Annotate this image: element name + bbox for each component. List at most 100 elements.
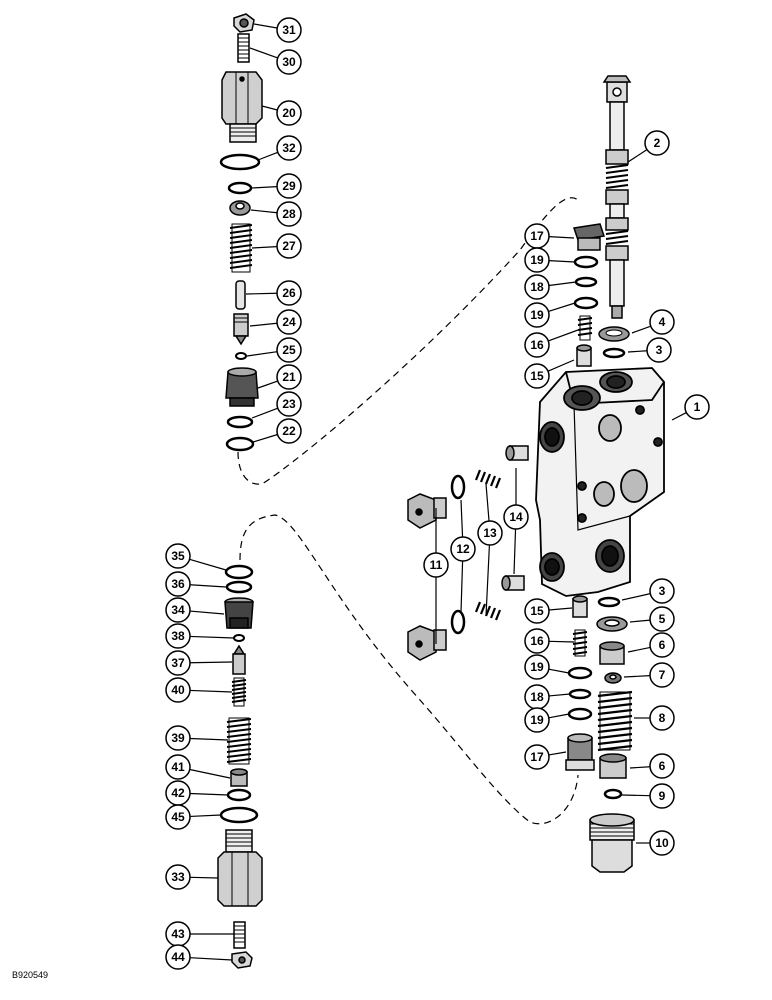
callout-leader	[189, 635, 235, 639]
callout-number: 37	[171, 656, 185, 670]
callout-34: 34	[165, 597, 225, 623]
callout-leader	[189, 558, 227, 571]
callout-leader	[251, 407, 278, 419]
callout-28: 28	[250, 201, 302, 227]
part-28-nut	[229, 200, 251, 216]
part-15-poppet-lower	[572, 595, 588, 618]
callout-bubble	[276, 418, 302, 444]
part-39-spring	[226, 717, 252, 765]
callout-number: 3	[659, 584, 666, 598]
callout-number: 32	[282, 141, 296, 155]
callout-number: 5	[659, 612, 666, 626]
callout-leader	[252, 433, 278, 443]
callout-leader	[548, 668, 570, 674]
callout-leader	[548, 713, 570, 719]
callout-leader	[548, 693, 571, 697]
callout-number: 10	[655, 836, 669, 850]
callout-leader	[671, 412, 687, 421]
callout-35: 35	[165, 543, 227, 571]
callout-bubble	[165, 944, 191, 970]
callout-bubble	[524, 274, 550, 300]
callout-25: 25	[246, 337, 302, 363]
callout-14: 14	[503, 504, 529, 530]
part-22-o-ring	[225, 436, 255, 452]
callout-number: 11	[430, 558, 443, 572]
callout-bubble	[165, 864, 191, 890]
callout-number: 16	[530, 338, 544, 352]
part-13-spring-lower	[474, 601, 502, 621]
callout-number: 30	[282, 55, 296, 69]
callout-bubble	[649, 309, 675, 335]
part-19-ring-c	[567, 666, 593, 680]
callout-bubble	[524, 744, 550, 770]
callout-leader	[548, 236, 575, 239]
callout-number: 6	[659, 638, 666, 652]
upper-relief-valve-stack	[219, 13, 263, 452]
part-43-set-screw	[233, 921, 246, 949]
callout-19: 19	[524, 302, 576, 328]
callout-bubble	[165, 571, 191, 597]
callout-leader	[257, 380, 278, 389]
part-17-plug-top	[573, 223, 605, 251]
callout-6: 6	[629, 753, 675, 779]
callout-number: 15	[530, 369, 544, 383]
callout-39: 39	[165, 725, 229, 751]
callout-leader	[189, 737, 229, 741]
callout-number: 8	[659, 711, 666, 725]
callout-number: 28	[282, 207, 296, 221]
callout-21: 21	[257, 364, 302, 390]
callout-number: 17	[530, 229, 544, 243]
part-14-poppet-upper	[505, 445, 529, 461]
callout-number: 23	[282, 397, 296, 411]
callout-number: 39	[171, 731, 185, 745]
callout-bubble	[165, 677, 191, 703]
callout-number: 2	[654, 136, 661, 150]
callout-bubble	[524, 628, 550, 654]
part-19-ring-b	[573, 296, 599, 310]
callout-number: 7	[659, 668, 666, 682]
callout-number: 35	[171, 549, 185, 563]
callout-number: 44	[171, 950, 185, 964]
callout-leader	[548, 607, 573, 611]
part-3-o-ring-top	[602, 347, 626, 359]
callout-leader	[249, 47, 278, 59]
callout-bubble	[276, 233, 302, 259]
callout-bubble	[524, 654, 550, 680]
part-5-washer	[596, 616, 628, 632]
callout-bubble	[165, 650, 191, 676]
part-45-o-ring	[219, 806, 259, 824]
callout-3: 3	[627, 337, 672, 363]
callout-bubble	[644, 130, 670, 156]
callout-12: 12	[450, 536, 476, 562]
callout-16: 16	[524, 329, 579, 358]
part-29-o-ring	[227, 181, 253, 195]
callout-leader	[250, 209, 278, 214]
callout-3: 3	[621, 578, 675, 604]
part-11-plug-upper	[407, 493, 447, 529]
callout-26: 26	[245, 280, 302, 306]
callout-40: 40	[165, 677, 233, 703]
callout-leader	[189, 876, 219, 879]
callout-18: 18	[524, 684, 571, 710]
callout-number: 9	[659, 789, 666, 803]
callout-number: 1	[694, 400, 701, 414]
callout-22: 22	[252, 418, 302, 444]
callout-bubble	[276, 337, 302, 363]
callout-number: 24	[282, 315, 296, 329]
callout-leader	[627, 149, 648, 163]
callout-bubble	[276, 309, 302, 335]
callout-number: 15	[530, 604, 544, 618]
callout-bubble	[477, 520, 503, 546]
callout-number: 45	[171, 810, 185, 824]
callout-leader	[251, 246, 278, 249]
callout-44: 44	[165, 944, 233, 970]
callout-leader	[245, 292, 278, 295]
callout-bubble	[649, 753, 675, 779]
part-14-poppet-lower	[501, 575, 525, 591]
part-19-ring-a	[573, 255, 599, 269]
callout-number: 42	[171, 786, 185, 800]
part-23-backup-ring	[226, 415, 254, 429]
callout-15: 15	[524, 359, 575, 389]
callout-leader	[246, 351, 278, 357]
callout-7: 7	[623, 662, 675, 688]
